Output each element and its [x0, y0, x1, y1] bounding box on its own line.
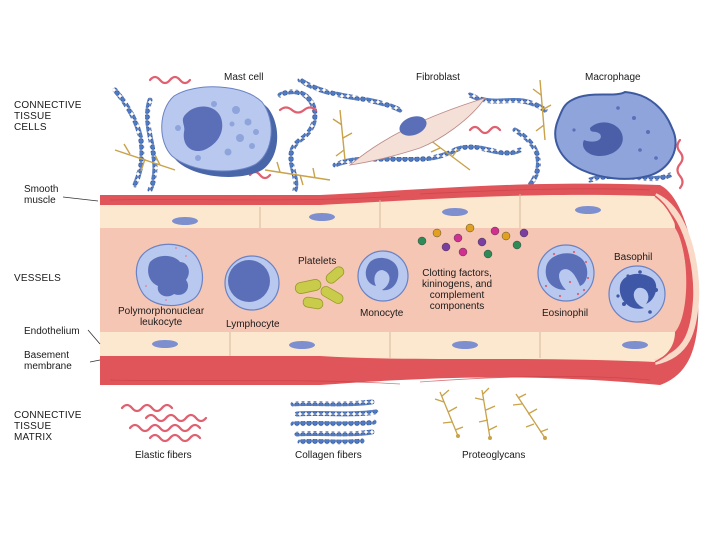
macrophage — [554, 90, 677, 180]
label-pmn-leukocyte: Polymorphonuclear leukocyte — [118, 306, 205, 328]
lymphocyte-cell — [224, 255, 280, 311]
label-clotting-factors: Clotting factors, kininogens, and comple… — [422, 268, 493, 312]
platelets-cluster — [294, 266, 345, 310]
legend-collagen-fibers — [290, 399, 379, 445]
label-eosinophil: Eosinophil — [542, 308, 589, 319]
section-label-connective-tissue-cells: CONNECTIVE TISSUE CELLS — [14, 100, 82, 133]
legend-elastic-fibers — [120, 403, 208, 443]
label-elastic-fibers: Elastic fibers — [135, 450, 192, 461]
section-label-connective-tissue-matrix: CONNECTIVE TISSUE MATRIX — [14, 410, 82, 443]
monocyte-cell — [357, 250, 409, 302]
pmn-leukocyte-cell — [135, 243, 204, 307]
mast-cell — [161, 86, 278, 177]
label-endothelium: Endothelium — [24, 326, 80, 337]
label-macrophage: Macrophage — [585, 72, 641, 83]
leader-lines — [62, 196, 101, 363]
legend-proteoglycans — [434, 387, 549, 439]
label-basophil: Basophil — [614, 252, 653, 263]
label-fibroblast: Fibroblast — [416, 72, 460, 83]
label-proteoglycans: Proteoglycans — [462, 450, 526, 461]
clotting-factor-molecules — [417, 223, 529, 259]
top-elastic-fibers — [148, 75, 684, 190]
label-platelets: Platelets — [298, 256, 337, 267]
label-smooth-muscle: Smooth muscle — [24, 184, 59, 206]
basophil-cell — [608, 265, 666, 323]
label-mast-cell: Mast cell — [224, 72, 264, 83]
label-lymphocyte: Lymphocyte — [226, 319, 280, 330]
top-proteoglycans — [114, 79, 552, 186]
label-basement-membrane: Basement membrane — [24, 350, 72, 372]
eosinophil-cell — [537, 244, 595, 302]
fibroblast — [348, 97, 486, 166]
label-collagen-fibers: Collagen fibers — [295, 450, 362, 461]
section-label-vessels: VESSELS — [14, 273, 61, 284]
label-monocyte: Monocyte — [360, 308, 404, 319]
